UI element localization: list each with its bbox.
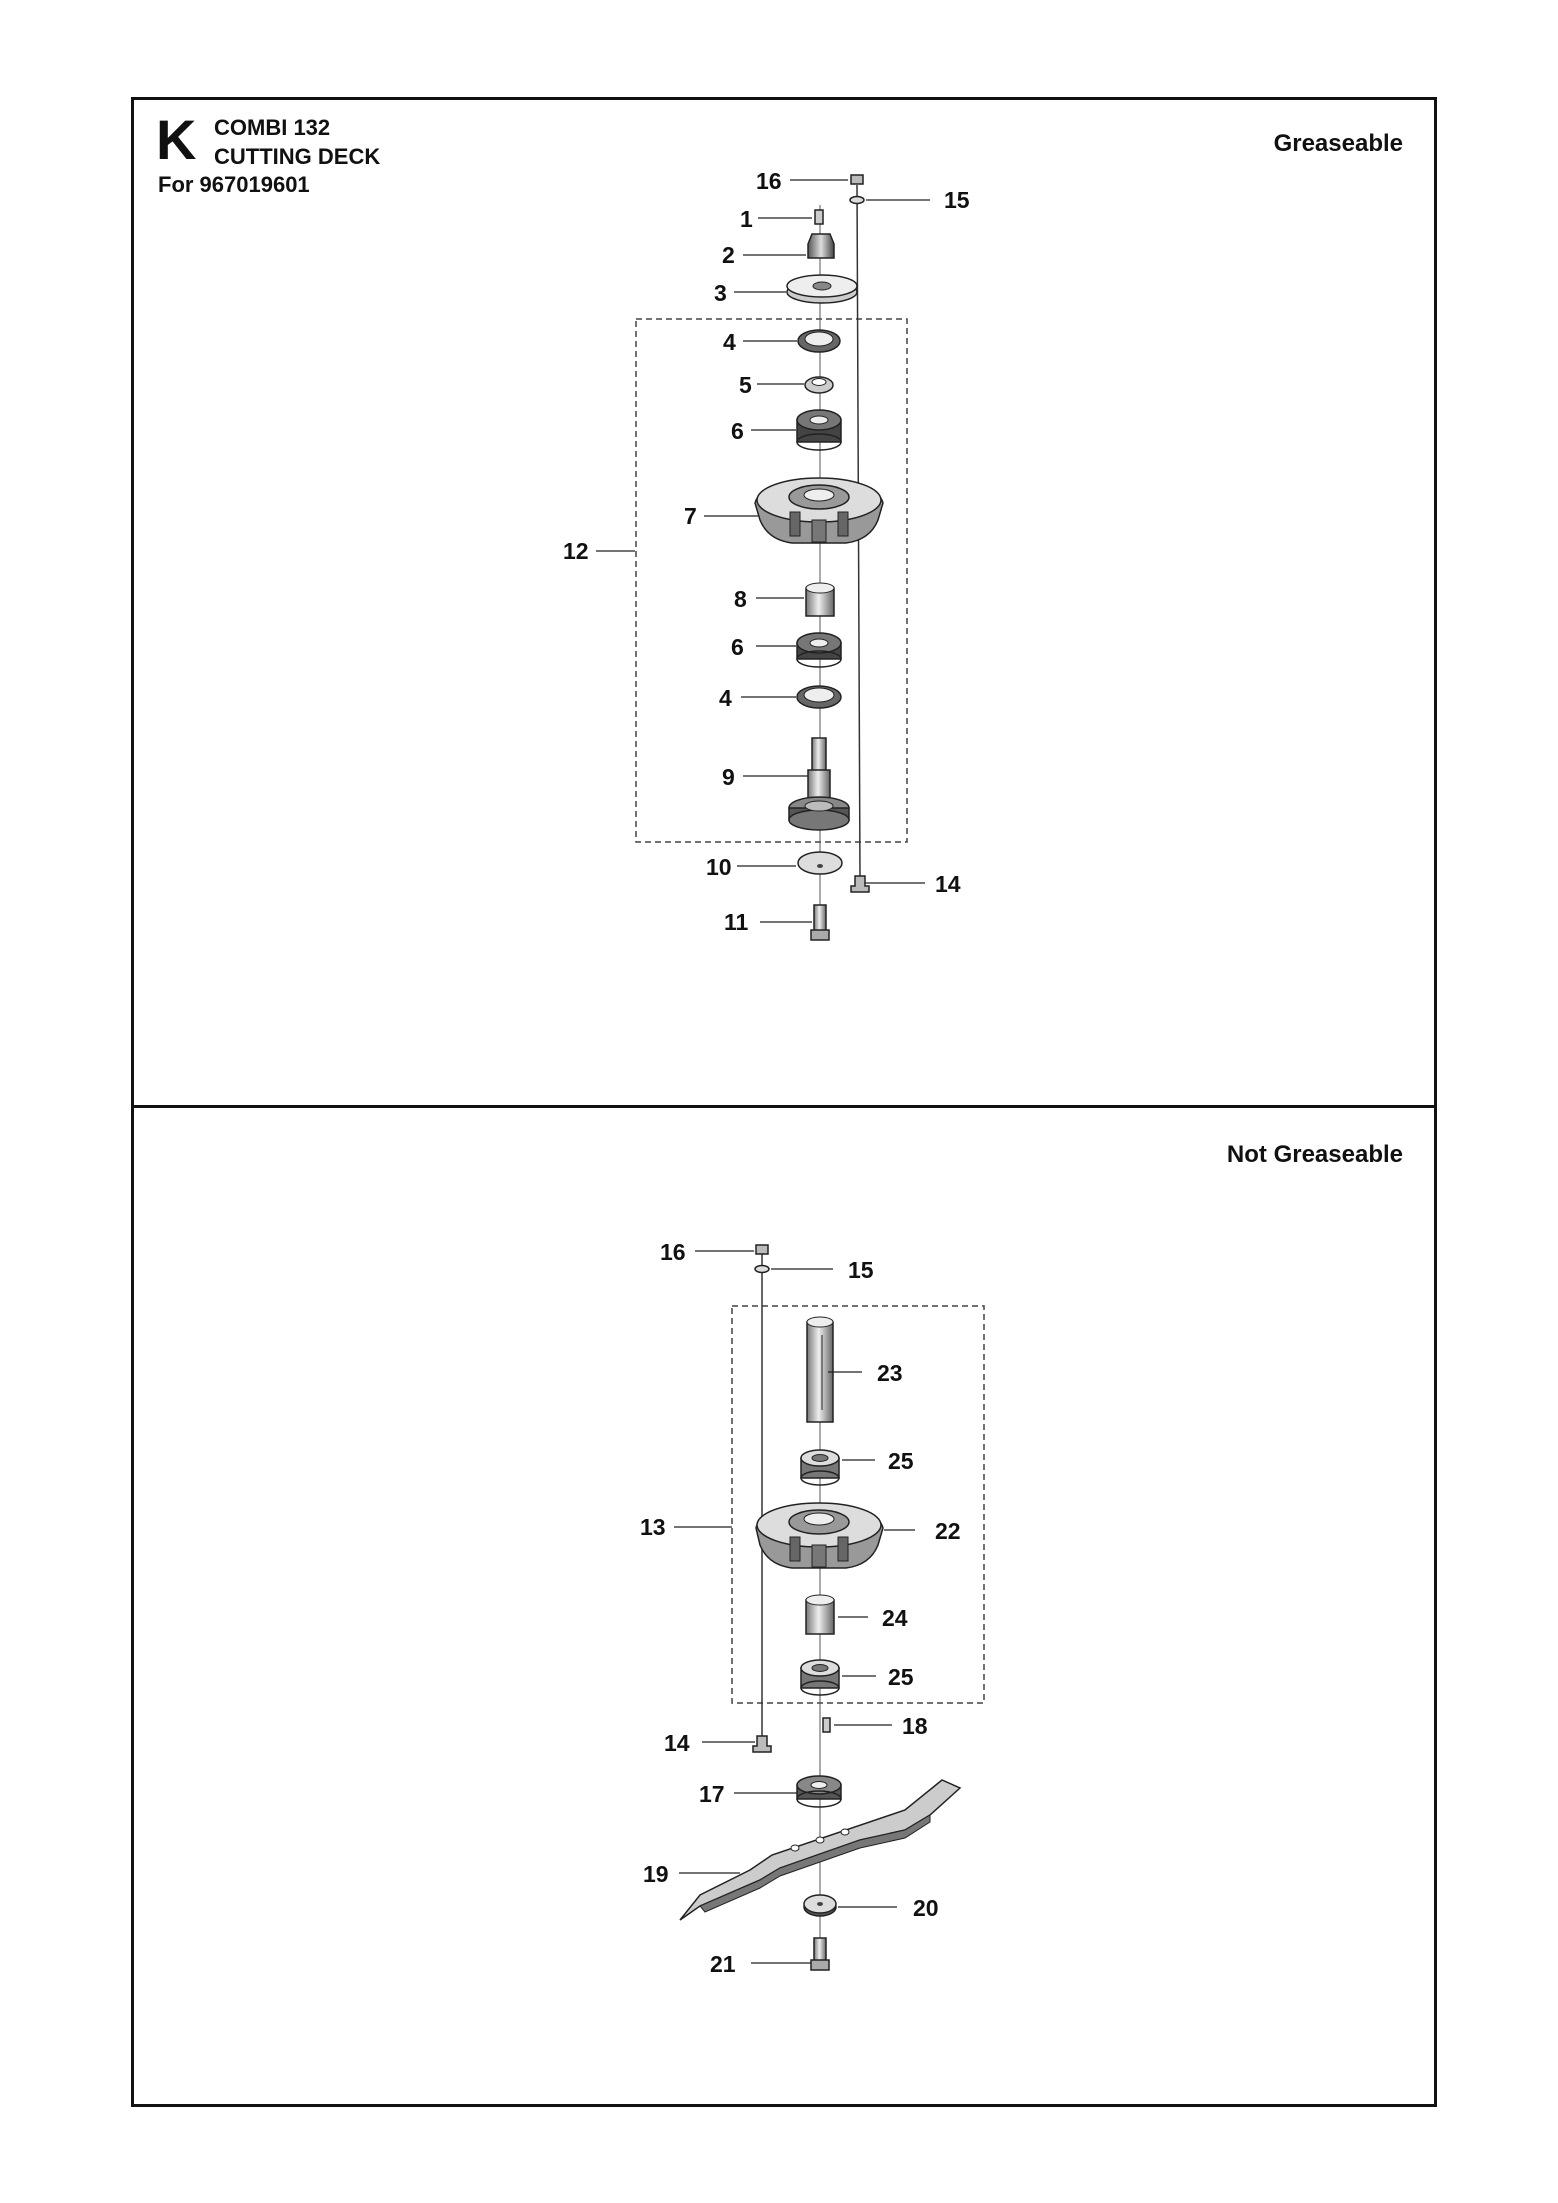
part-15-washer-b	[754, 1264, 770, 1274]
leader-lines-top	[596, 179, 930, 923]
callout-21: 21	[710, 1951, 736, 1977]
callout-12: 12	[563, 538, 589, 564]
part-17-pulley	[796, 1775, 842, 1808]
callout-11: 11	[724, 909, 749, 935]
callout-3: 3	[714, 280, 727, 306]
part-1-key	[814, 209, 824, 225]
callout-15-b: 15	[848, 1257, 874, 1283]
callouts-top: 16 15 1 2 3 4 5 6 7 12 8 6 4 9 10 14 11	[563, 168, 970, 935]
bottom-assembly	[674, 1244, 985, 1971]
group-box-12	[635, 318, 908, 843]
serial-line: For 967019601	[158, 172, 310, 197]
group-box-13	[731, 1305, 985, 1704]
callout-22: 22	[935, 1518, 961, 1544]
callout-9: 9	[722, 764, 735, 790]
part-21-bolt	[810, 1937, 830, 1971]
callout-4: 4	[723, 329, 736, 355]
part-14-bolt	[850, 875, 870, 893]
part-2-nut	[807, 233, 835, 259]
callout-4b: 4	[719, 685, 732, 711]
callout-16: 16	[756, 168, 782, 194]
part-11-bolt	[810, 904, 830, 941]
part-16-nut-b	[755, 1244, 769, 1255]
leader-lines-bottom	[674, 1250, 915, 1964]
part-18-key	[822, 1717, 831, 1733]
callout-16-b: 16	[660, 1239, 686, 1265]
greaseable-label: Greaseable	[1273, 130, 1403, 157]
callout-24: 24	[882, 1605, 908, 1631]
callout-6: 6	[731, 418, 744, 444]
part-22-housing	[755, 1502, 884, 1569]
part-7-housing	[754, 477, 884, 544]
part-10-washer	[797, 851, 843, 875]
callout-14: 14	[935, 871, 961, 897]
not-greaseable-label: Not Greaseable	[1226, 1141, 1403, 1168]
callout-15: 15	[944, 187, 970, 213]
callouts-bottom: 16 15 23 25 13 22 24 25 18 14 17 19 20 2…	[640, 1239, 961, 1977]
callout-14-b: 14	[664, 1730, 690, 1756]
callout-17: 17	[699, 1781, 725, 1807]
part-16-nut	[850, 174, 864, 185]
section-letter: K	[156, 108, 197, 171]
panel-divider	[131, 1105, 1437, 1108]
part-19-blade	[679, 1779, 962, 1921]
callout-8: 8	[734, 586, 747, 612]
callout-18: 18	[902, 1713, 928, 1739]
part-14-bolt-b	[752, 1735, 772, 1753]
callout-23: 23	[877, 1360, 903, 1386]
page-frame	[131, 97, 1437, 2107]
model-name: COMBI 132	[214, 115, 331, 140]
callout-13: 13	[640, 1514, 666, 1540]
part-20-washer	[803, 1894, 837, 1917]
callout-5: 5	[739, 372, 752, 398]
part-25-bearing-top	[800, 1449, 840, 1486]
callout-2: 2	[722, 242, 735, 268]
part-24-sleeve	[805, 1594, 835, 1635]
callout-25-bottom: 25	[888, 1664, 914, 1690]
callout-10: 10	[706, 854, 732, 880]
part-23-shaft	[806, 1316, 834, 1423]
callout-6b: 6	[731, 634, 744, 660]
callout-7: 7	[684, 503, 697, 529]
callout-25-top: 25	[888, 1448, 914, 1474]
section-title: CUTTING DECK	[214, 144, 381, 169]
callout-1: 1	[740, 206, 753, 232]
callout-19: 19	[643, 1861, 669, 1887]
top-assembly	[596, 174, 930, 941]
callout-20: 20	[913, 1895, 939, 1921]
part-15-washer	[849, 195, 865, 205]
part-9-spindle	[788, 737, 850, 831]
part-25-bearing-bottom	[800, 1659, 840, 1696]
